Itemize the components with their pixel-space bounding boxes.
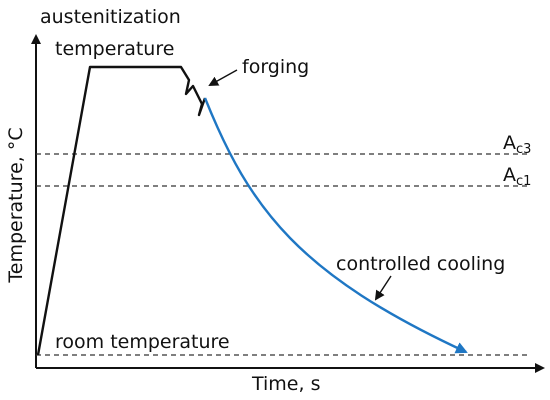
- austenitization-label-line2: temperature: [55, 38, 174, 60]
- y-axis-label: Temperature, °C: [5, 127, 27, 283]
- ac1-label-main: A: [503, 164, 516, 186]
- heating-hold-forging-curve: [36, 65, 207, 356]
- ac3-label: Ac3: [503, 132, 531, 157]
- x-axis-label: Time, s: [251, 373, 320, 395]
- austenitization-label-line1: austenitization: [40, 6, 181, 28]
- controlled-cooling-label: controlled cooling: [336, 253, 505, 275]
- ac1-label: Ac1: [503, 164, 531, 189]
- controlled-cooling-curve: [203, 97, 468, 354]
- ac3-label-sub: c3: [516, 142, 531, 157]
- forging-arrow: [208, 69, 238, 86]
- forging-label: forging: [242, 56, 309, 78]
- ac3-label-main: A: [503, 132, 516, 154]
- room-temperature-label: room temperature: [55, 331, 230, 353]
- ac1-label-sub: c1: [516, 174, 531, 189]
- controlled-cooling-arrow: [374, 275, 392, 301]
